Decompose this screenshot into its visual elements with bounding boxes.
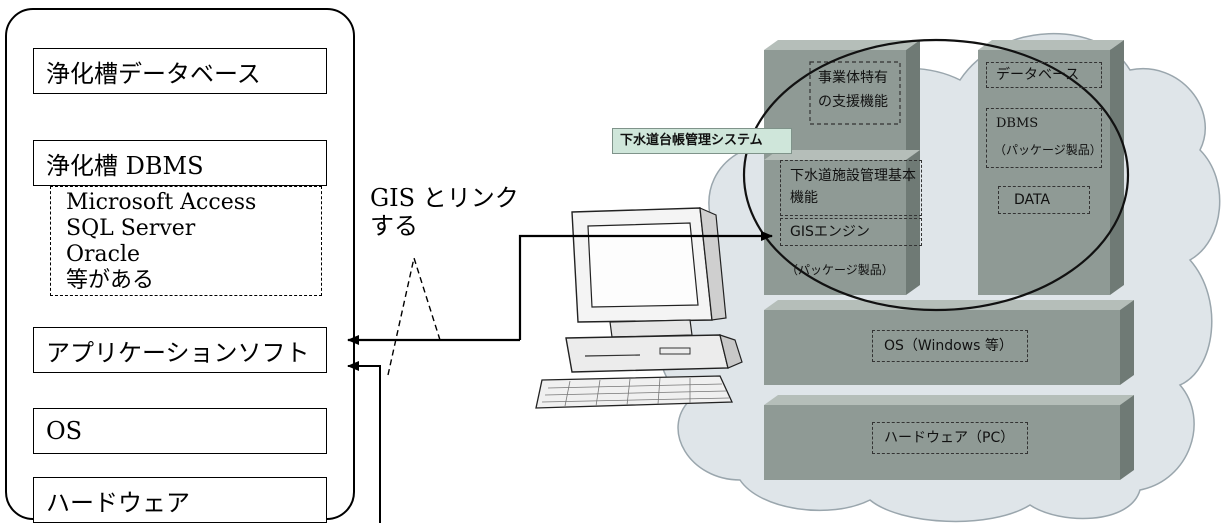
dbms-example-item: SQL Server bbox=[66, 216, 196, 241]
os-label: OS bbox=[46, 417, 83, 445]
gis-engine-box bbox=[780, 218, 922, 246]
hardware-label: ハードウェア bbox=[46, 488, 190, 517]
system-hardware-label: ハードウェア（PC） bbox=[884, 430, 1015, 446]
gis-link-arrow bbox=[347, 231, 773, 345]
support-line: の支援機能 bbox=[818, 94, 888, 110]
septic-dbms-box: 浄化槽 DBMS bbox=[33, 140, 327, 186]
system-title-box bbox=[612, 128, 792, 154]
septic-database-label: 浄化槽データベース bbox=[46, 59, 261, 88]
facility-line: 下水道施設管理基本 bbox=[790, 168, 916, 184]
dbms-line: （パッケージ製品） bbox=[994, 143, 1102, 157]
os-block bbox=[764, 300, 1134, 385]
system-os-label: OS（Windows 等） bbox=[884, 338, 1013, 354]
hardware-block bbox=[764, 395, 1134, 480]
app-feed-arrow bbox=[347, 361, 381, 523]
application-software-label: アプリケーションソフト bbox=[46, 338, 310, 367]
package-label: （パッケージ製品） bbox=[786, 263, 894, 277]
data-label: DATA bbox=[1014, 192, 1051, 208]
dbms-line: DBMS bbox=[996, 116, 1039, 131]
os-label-box bbox=[872, 330, 1028, 362]
facility-function-box bbox=[780, 160, 922, 216]
dbms-package-box bbox=[986, 108, 1102, 168]
dbms-example-item: Oracle bbox=[66, 242, 141, 267]
data-box bbox=[998, 186, 1090, 214]
dbms-example-item: Microsoft Access bbox=[66, 190, 257, 215]
facility-block bbox=[764, 150, 920, 295]
os-box: OS bbox=[33, 408, 327, 454]
gis-engine-label: GISエンジン bbox=[790, 224, 870, 240]
application-software-box: アプリケーションソフト bbox=[33, 327, 327, 373]
system-boundary-ellipse bbox=[742, 38, 1130, 312]
database-label-box bbox=[986, 62, 1102, 88]
dbms-example-item: 等がある bbox=[66, 268, 155, 293]
database-label: データベース bbox=[996, 67, 1080, 83]
hardware-box: ハードウェア bbox=[33, 477, 327, 523]
database-block bbox=[978, 40, 1124, 295]
septic-dbms-label: 浄化槽 DBMS bbox=[46, 151, 204, 180]
caption-callout-pointer bbox=[387, 255, 441, 376]
computer-illustration bbox=[535, 207, 743, 409]
system-title: 下水道台帳管理システム bbox=[620, 133, 763, 148]
hardware-label-box bbox=[872, 422, 1028, 454]
gis-link-caption-line2: する bbox=[370, 212, 418, 240]
facility-line: 機能 bbox=[790, 190, 818, 206]
gis-link-caption-line1: GIS とリンク bbox=[370, 184, 519, 212]
dbms-examples-box bbox=[50, 186, 322, 296]
septic-database-box: 浄化槽データベース bbox=[33, 48, 327, 94]
support-line: 事業体特有 bbox=[818, 70, 888, 86]
